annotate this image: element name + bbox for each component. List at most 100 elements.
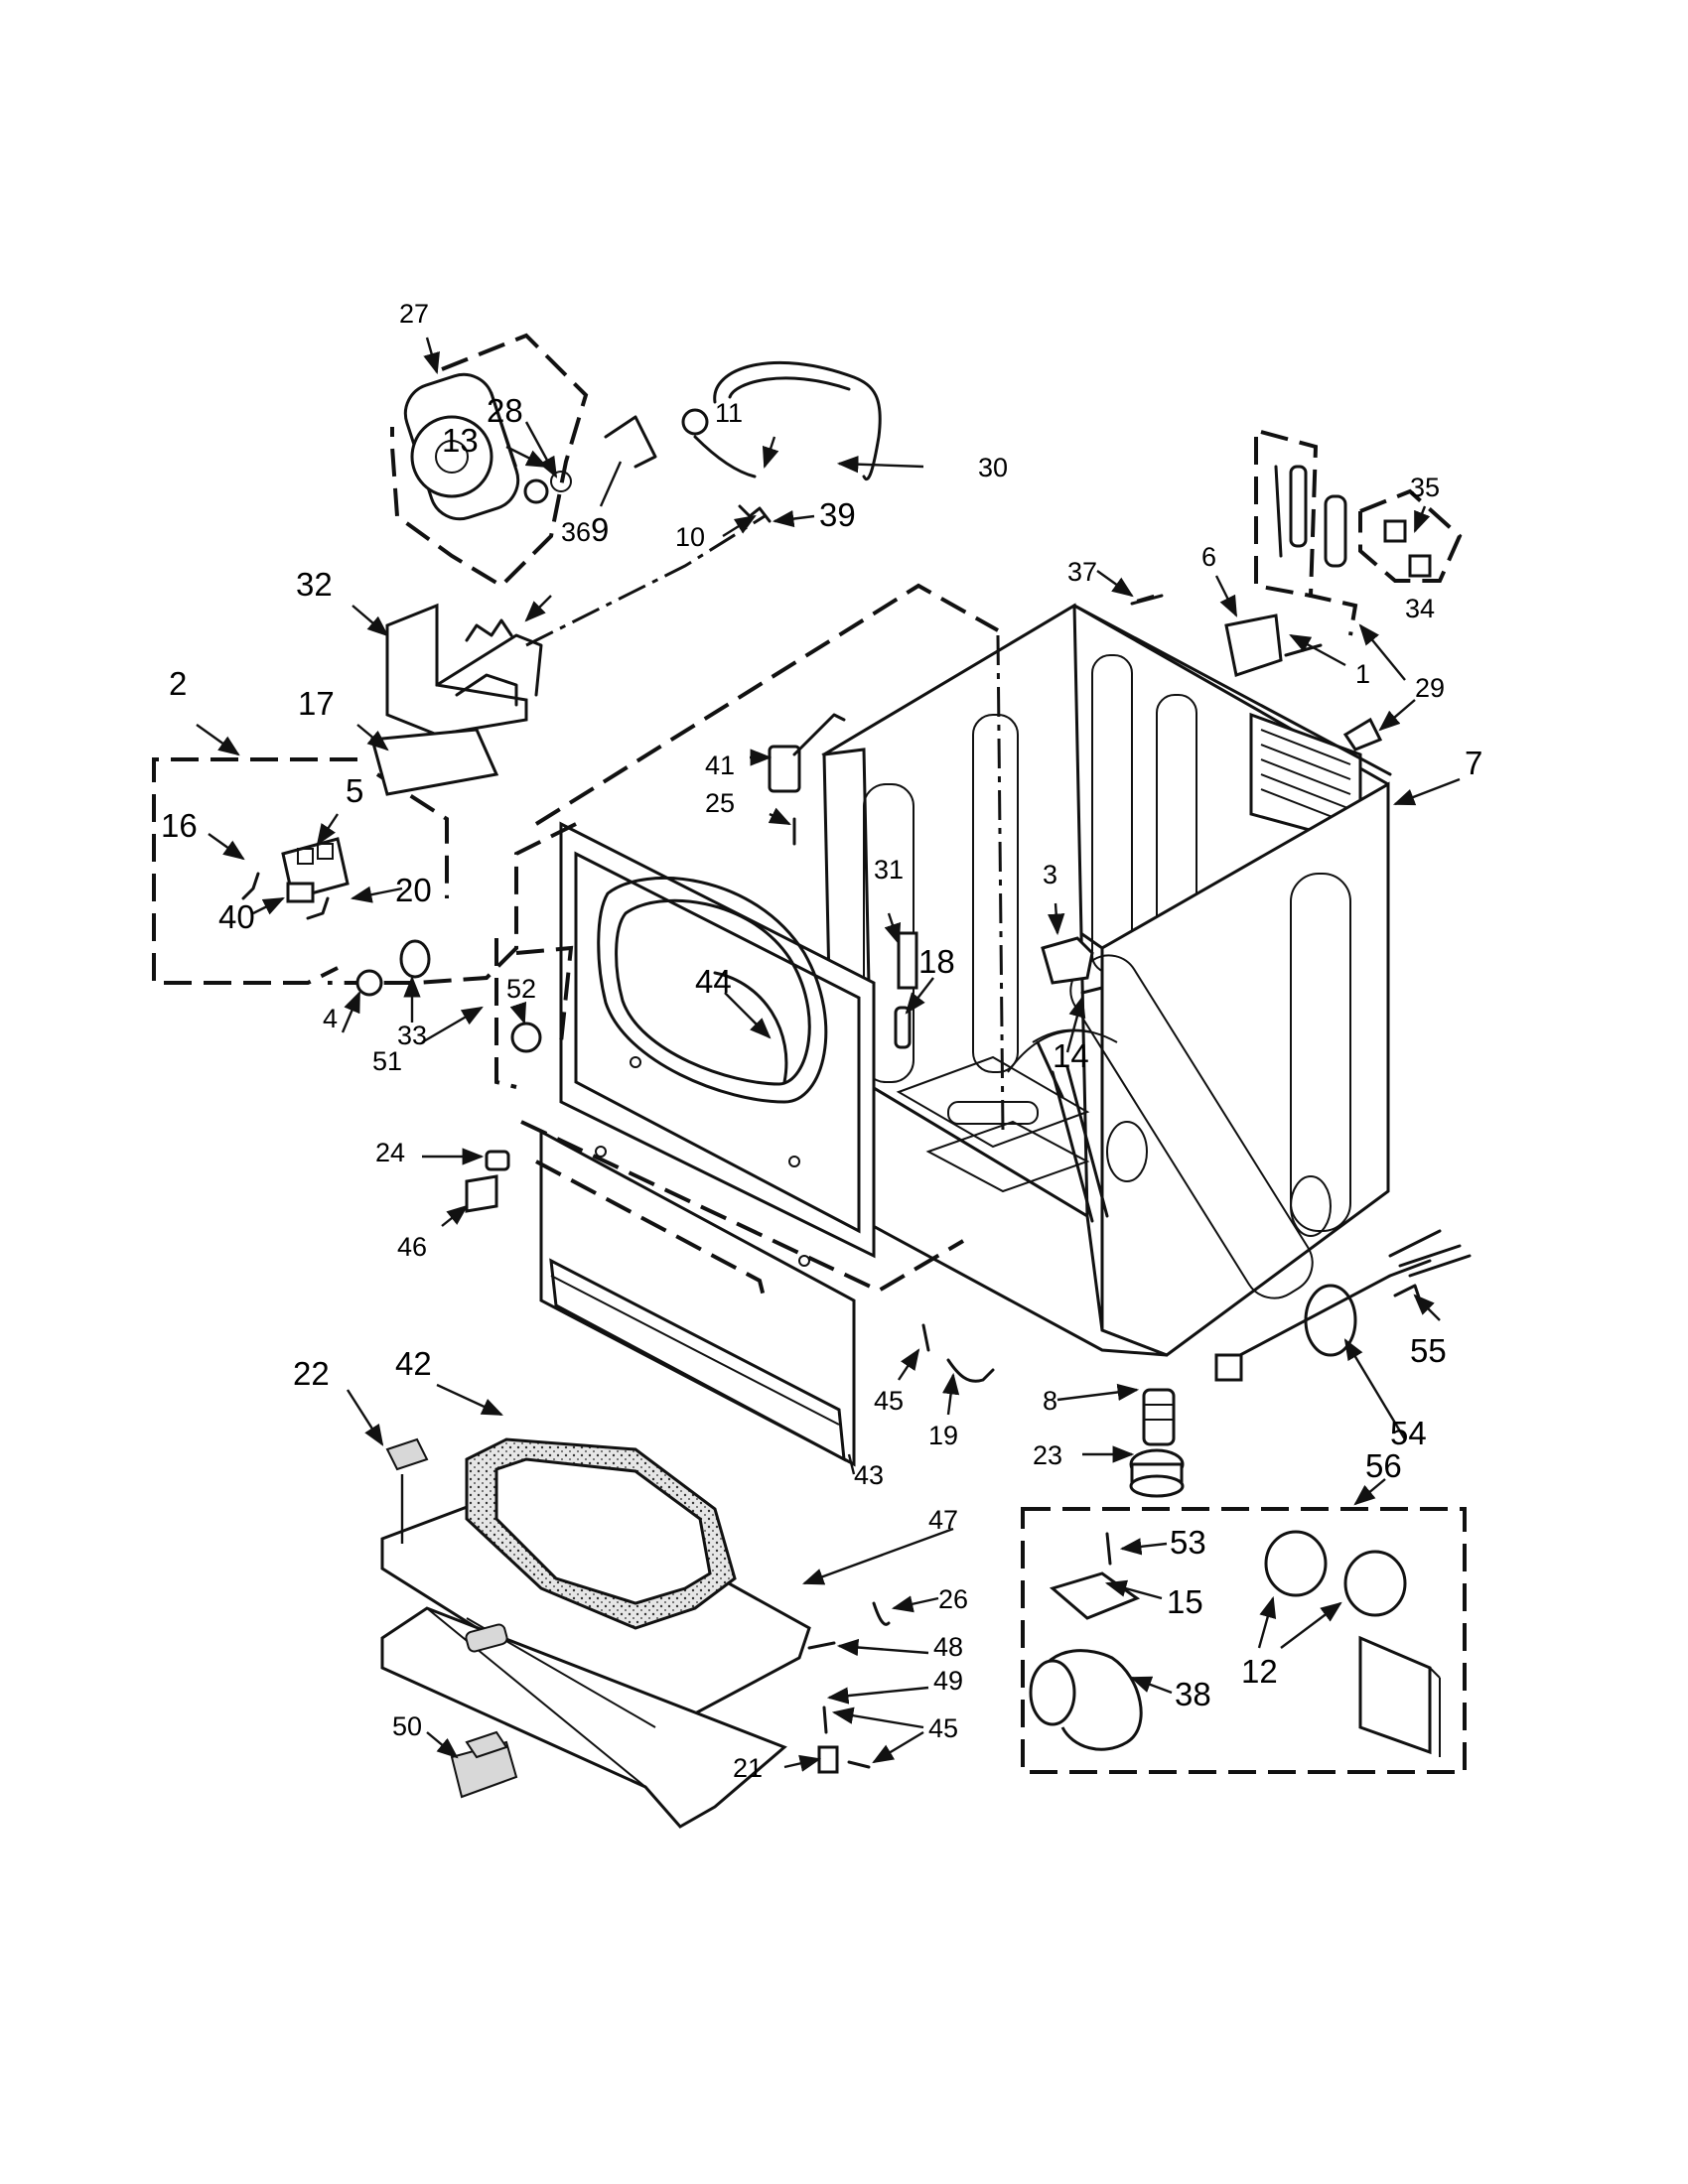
callout-2: 2 <box>169 665 187 702</box>
motor-assembly-group <box>390 333 657 589</box>
callout-13: 13 <box>442 422 479 459</box>
screw-45-lower <box>822 1706 828 1734</box>
callout-44: 44 <box>695 963 732 1000</box>
terminal-block-6 <box>1224 614 1283 677</box>
small-parts <box>355 430 1472 1799</box>
door-switch-41 <box>768 745 801 793</box>
callout-5: 5 <box>346 772 363 809</box>
callout-labels: 27 28 13 9 36 32 11 30 39 10 2 17 5 16 2… <box>161 299 1482 1783</box>
bumper-22 <box>385 1437 429 1471</box>
screw-53 <box>1105 1532 1112 1566</box>
front-panel <box>559 821 876 1259</box>
connector-kit-35-boundary <box>1358 488 1463 583</box>
thermostat-wire-20 <box>306 896 330 920</box>
cabinet-base-plate-2 <box>925 1120 1090 1193</box>
callout-20: 20 <box>395 872 432 908</box>
toe-panel-lip <box>549 1258 846 1462</box>
idler-spring-10 <box>738 504 772 523</box>
drum-front-opening <box>494 1457 712 1605</box>
callout-27: 27 <box>399 299 429 329</box>
callout-12: 12 <box>1241 1653 1278 1690</box>
cabinet-support-bar <box>1051 1070 1094 1223</box>
door-seal-44 <box>713 971 788 1084</box>
callout-16: 16 <box>161 807 198 844</box>
callout-34: 34 <box>1405 594 1435 623</box>
cabinet-base-slot <box>947 1101 1039 1125</box>
cabinet-floor-hole <box>1106 1121 1148 1182</box>
clip-29 <box>1342 717 1383 751</box>
callout-46: 46 <box>397 1232 427 1262</box>
screw-48 <box>807 1641 836 1650</box>
callout-10: 10 <box>675 522 705 552</box>
bracket-3 <box>1041 936 1094 985</box>
callout-24: 24 <box>375 1138 405 1167</box>
screw-14 <box>1080 986 1104 995</box>
screw-4 <box>355 969 383 997</box>
callout-15: 15 <box>1167 1583 1203 1620</box>
clip-18 <box>894 1006 912 1049</box>
callout-49: 49 <box>933 1666 963 1696</box>
callout-11: 11 <box>715 398 743 428</box>
motor-group-boundary <box>390 333 589 589</box>
screw-45-upper <box>921 1323 930 1352</box>
kit-56-boundary <box>1021 1507 1467 1774</box>
cover-plate-15 <box>1049 1571 1141 1620</box>
callout-52: 52 <box>506 974 536 1004</box>
callout-51: 51 <box>372 1046 402 1076</box>
motor-mount <box>385 603 543 737</box>
cabinet-base-plate <box>896 1055 1090 1149</box>
toe-panel <box>539 1129 856 1467</box>
motor-clip-9 <box>604 415 657 469</box>
leader-lines <box>196 337 1461 1772</box>
door-opening <box>597 877 828 1104</box>
thermal-fuse-40 <box>286 882 315 903</box>
callout-32: 32 <box>296 566 333 603</box>
callout-40: 40 <box>218 898 255 935</box>
callout-38: 38 <box>1175 1676 1211 1712</box>
cabinet-assembly <box>821 603 1392 1357</box>
idler-arm-11 <box>693 435 757 478</box>
callout-36: 36 <box>561 517 591 547</box>
callout-30: 30 <box>978 453 1008 482</box>
power-cord-54 <box>1219 1259 1432 1367</box>
bracket-21 <box>817 1745 839 1774</box>
callout-53: 53 <box>1170 1524 1206 1561</box>
clip-26 <box>872 1601 891 1626</box>
callout-54: 54 <box>1390 1415 1427 1451</box>
callout-3: 3 <box>1043 860 1057 889</box>
idler-pulley <box>681 408 709 436</box>
callout-26: 26 <box>938 1584 968 1614</box>
callout-42: 42 <box>395 1345 432 1382</box>
door-opening-inner <box>615 898 811 1086</box>
thermostat-kit-group <box>152 728 499 985</box>
bumper-24 <box>485 1150 510 1171</box>
callout-45a: 45 <box>874 1386 904 1416</box>
callout-17: 17 <box>298 685 335 722</box>
leveling-leg-8 <box>1142 1388 1176 1446</box>
callout-23: 23 <box>1033 1440 1062 1470</box>
cabinet-side-hole <box>1290 1175 1332 1237</box>
hinge-bracket-51 <box>494 938 517 1089</box>
base-assembly <box>380 1437 811 1829</box>
cap-12-left <box>1264 1530 1328 1597</box>
callout-22: 22 <box>293 1355 330 1392</box>
callout-7: 7 <box>1465 745 1482 781</box>
assembly-dash-lines <box>328 514 1005 1301</box>
literature-booklet <box>1358 1635 1432 1755</box>
callout-4: 4 <box>323 1004 338 1033</box>
bumper-33 <box>399 939 431 979</box>
hinge-52 <box>510 1022 542 1053</box>
clip-46 <box>465 1174 498 1213</box>
callout-14: 14 <box>1053 1037 1089 1074</box>
callout-33: 33 <box>397 1021 427 1050</box>
motor-end-bell <box>410 415 493 498</box>
clip-19 <box>946 1358 995 1383</box>
callout-19: 19 <box>928 1421 958 1450</box>
cabinet-rib-mid <box>972 714 1019 1073</box>
callout-29: 29 <box>1415 673 1445 703</box>
door-strike-31 <box>897 931 918 990</box>
callout-45b: 45 <box>928 1713 958 1743</box>
callout-35: 35 <box>1410 473 1440 502</box>
callout-31: 31 <box>874 855 904 885</box>
